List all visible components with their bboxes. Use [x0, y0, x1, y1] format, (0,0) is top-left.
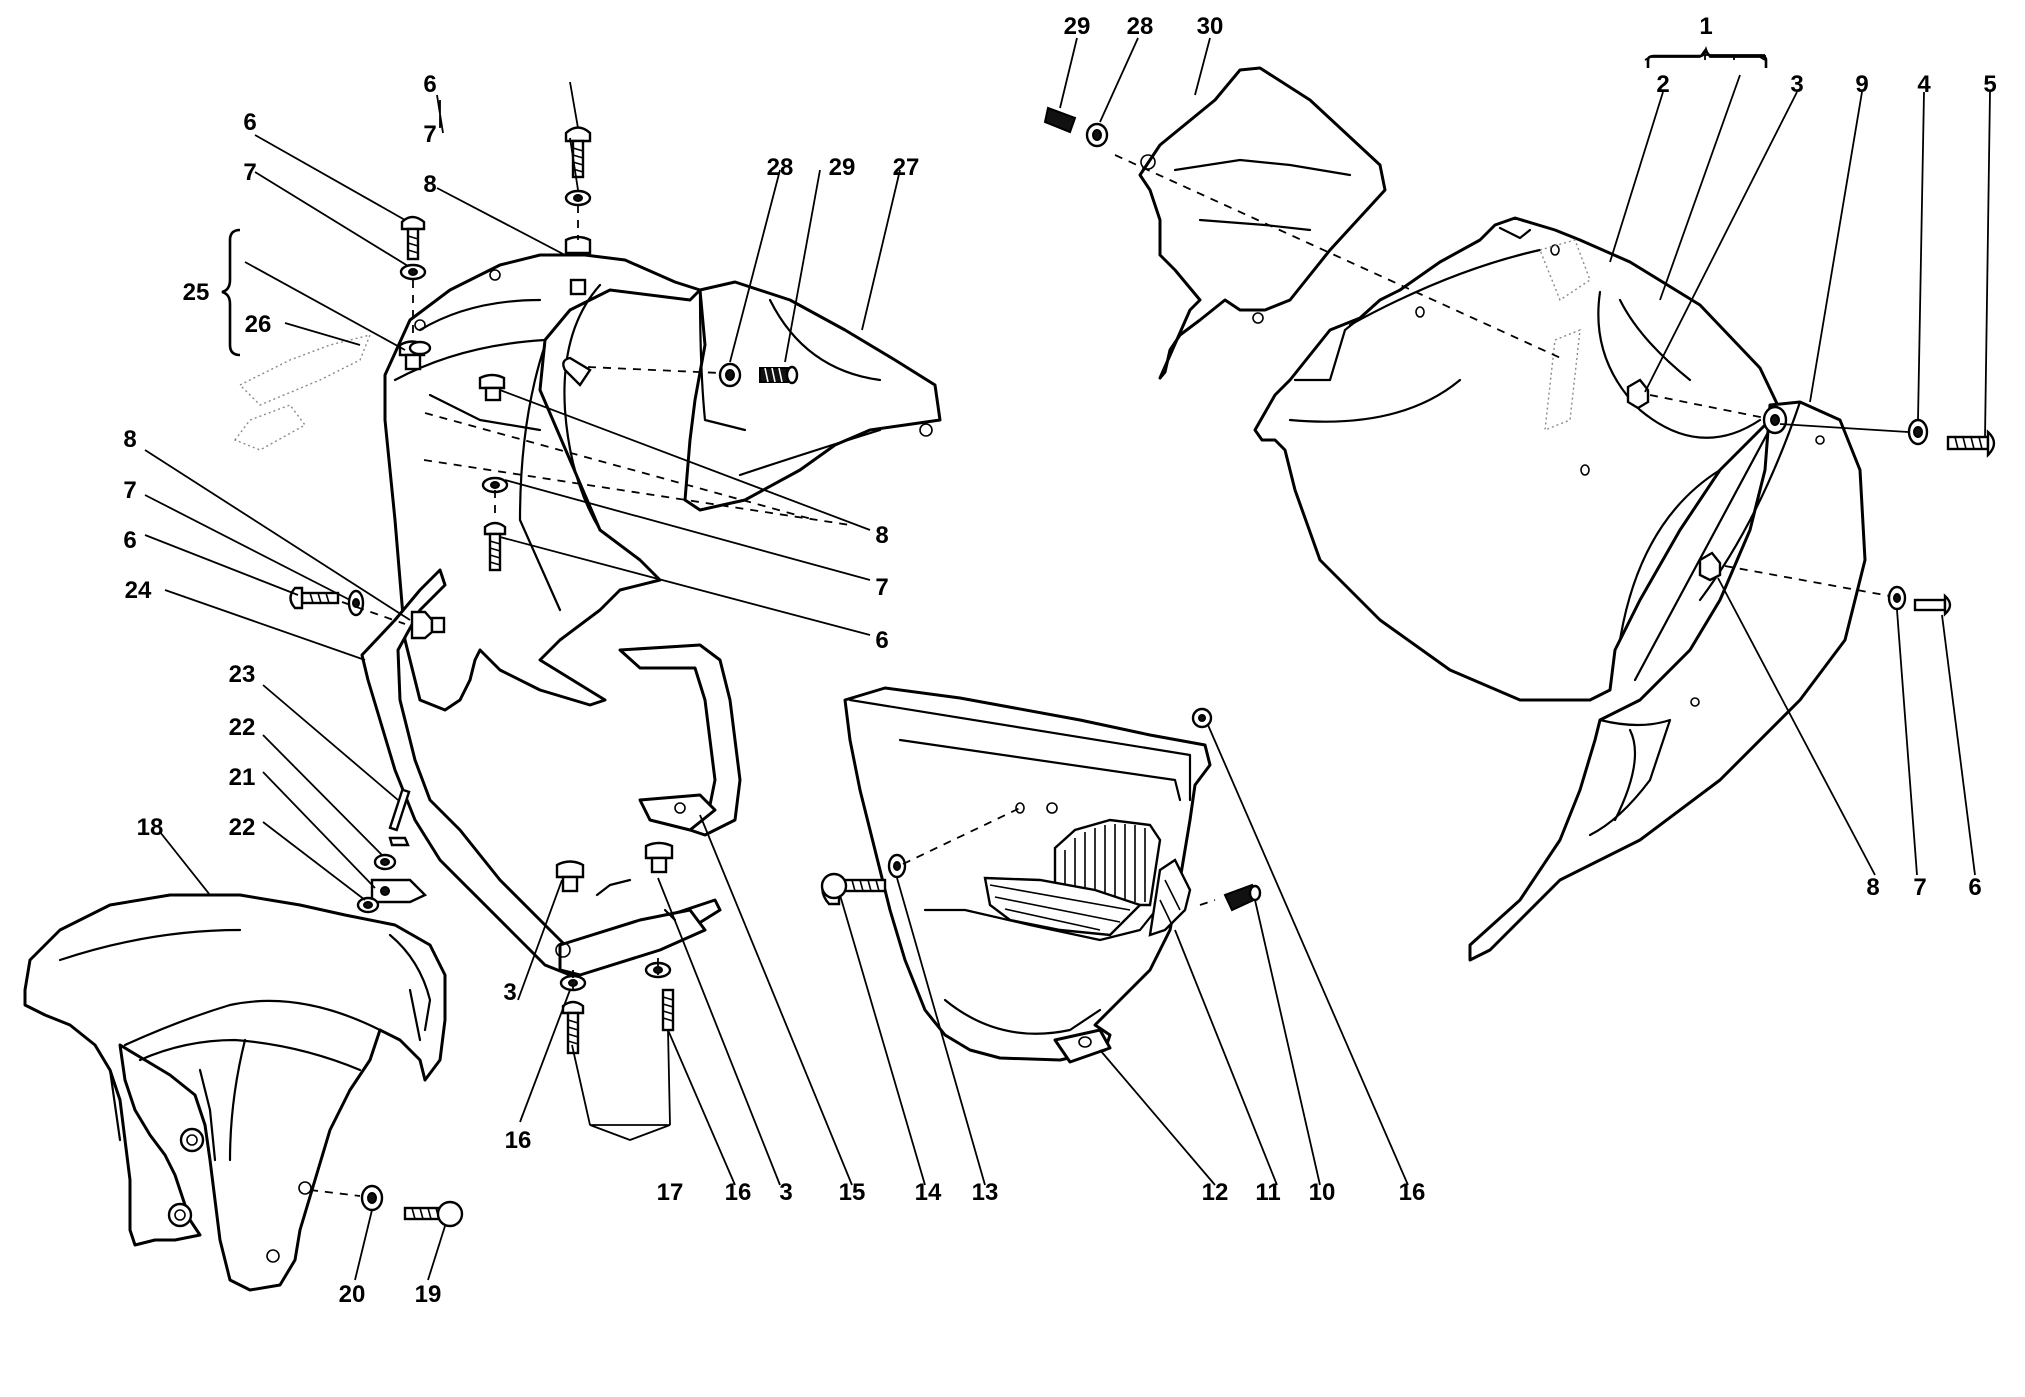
callout-11: 11 — [1255, 1179, 1280, 1206]
callout-7: 7 — [243, 159, 256, 186]
callout-7: 7 — [123, 477, 136, 504]
callout-10: 10 — [1309, 1179, 1336, 1206]
callout-29: 29 — [829, 154, 856, 181]
callout-8: 8 — [875, 522, 888, 549]
callout-6: 6 — [423, 71, 436, 98]
callout-18: 18 — [137, 814, 164, 841]
callout-22: 22 — [229, 814, 256, 841]
group-braces — [221, 45, 1768, 357]
callout-25: 25 — [183, 279, 210, 306]
callout-30: 30 — [1197, 13, 1224, 40]
callout-16: 16 — [1399, 1179, 1426, 1206]
callout-15: 15 — [839, 1179, 866, 1206]
callout-3: 3 — [779, 1179, 792, 1206]
front-mudguard — [23, 893, 447, 1292]
belly-pan — [843, 686, 1212, 1064]
callout-27: 27 — [893, 154, 920, 181]
callout-6: 6 — [875, 627, 888, 654]
front-fairing — [233, 253, 702, 712]
callout-labels: 1 2 3 9 4 5 29 28 30 6 6 7 7 8 25 26 28 … — [123, 13, 1996, 1308]
callout-28: 28 — [767, 154, 794, 181]
callout-6: 6 — [1968, 874, 1981, 901]
callout-22: 22 — [229, 714, 256, 741]
side-fairing-panel — [1253, 216, 1782, 702]
callout-3: 3 — [1790, 71, 1803, 98]
callout-14: 14 — [915, 1179, 942, 1206]
callout-17: 17 — [657, 1179, 684, 1206]
callout-7: 7 — [423, 121, 436, 148]
callout-7: 7 — [1913, 874, 1926, 901]
callout-23: 23 — [229, 661, 256, 688]
callout-24: 24 — [125, 577, 152, 604]
callout-19: 19 — [415, 1281, 442, 1308]
callout-3: 3 — [503, 979, 516, 1006]
leader-lines — [144, 37, 1991, 1281]
callout-8: 8 — [123, 426, 136, 453]
callout-8: 8 — [1866, 874, 1879, 901]
callout-29: 29 — [1064, 13, 1091, 40]
callout-21: 21 — [229, 764, 256, 791]
headlight-duct — [683, 280, 942, 512]
fairing-screws — [289, 106, 1996, 1228]
callout-16: 16 — [505, 1127, 532, 1154]
callout-7: 7 — [875, 574, 888, 601]
callout-26: 26 — [245, 311, 272, 338]
callout-5: 5 — [1983, 71, 1996, 98]
callout-20: 20 — [339, 1281, 366, 1308]
callout-1: 1 — [1699, 13, 1712, 40]
callout-12: 12 — [1202, 1179, 1229, 1206]
callout-8: 8 — [423, 171, 436, 198]
callout-2: 2 — [1656, 71, 1669, 98]
callout-28: 28 — [1127, 13, 1154, 40]
callout-16: 16 — [725, 1179, 752, 1206]
callout-6: 6 — [123, 527, 136, 554]
callout-4: 4 — [1917, 71, 1931, 98]
air-duct-cover — [1138, 66, 1387, 380]
callout-9: 9 — [1855, 71, 1868, 98]
callout-13: 13 — [972, 1179, 999, 1206]
callout-6: 6 — [243, 109, 256, 136]
